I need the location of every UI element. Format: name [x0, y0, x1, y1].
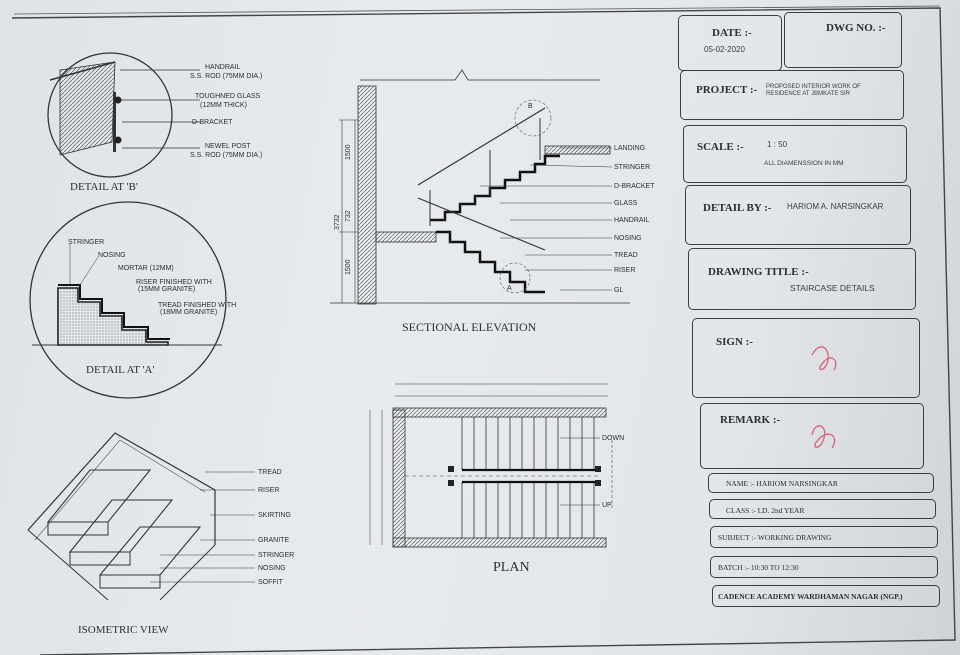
label-down: DOWN: [602, 435, 624, 442]
label-handrail-sec: HANDRAIL: [614, 217, 650, 224]
remark-label: REMARK :-: [720, 414, 781, 426]
label-bracket-sec: D-BRACKET: [614, 183, 655, 190]
label-riser-spec: (15MM GRANITE): [138, 286, 195, 293]
plan-view: DOWN UP PLAN: [369, 383, 624, 575]
label-glass: TOUGHNED GLASS: [195, 93, 261, 100]
label-newel-spec: S.S. ROD (75MM DIA.): [190, 152, 262, 159]
detail-a: STRINGER NOSING MORTAR (12MM) RISER FINI…: [29, 201, 236, 399]
detail-box: [685, 185, 911, 245]
plan-title: PLAN: [493, 560, 530, 575]
tag-a: A: [507, 285, 512, 292]
label-mortar: MORTAR (12MM): [118, 265, 174, 272]
school-value: CADENCE ACADEMY WARDHAMAN NAGAR (NGP.): [718, 592, 903, 601]
sign-box: [692, 318, 920, 398]
scale-label: SCALE :-: [697, 141, 744, 153]
label-newel: NEWEL POST: [205, 143, 251, 150]
detail-value: HARIOM A. NARSINGKAR: [787, 202, 884, 211]
label-iso-tread: TREAD: [258, 469, 282, 476]
detail-b: HANDRAIL S.S. ROD (75MM DIA.) TOUGHNED G…: [47, 52, 262, 193]
label-up: UP: [602, 502, 612, 509]
dim-3732: 3732: [334, 214, 341, 230]
remark-box: [700, 403, 924, 469]
scale-note: ALL DIAMENSSION IN MM: [764, 160, 844, 167]
date-value: 05-02-2020: [704, 45, 745, 54]
drawing-title-value: STAIRCASE DETAILS: [790, 283, 875, 293]
drawing-title-label: DRAWING TITLE :-: [708, 266, 809, 278]
name-box: [708, 473, 934, 493]
sectional-elevation: 1500 732 3732 1500 A B LANDING STRINGER …: [330, 69, 655, 334]
date-box: [678, 15, 782, 71]
label-riser: RISER FINISHED WITH: [136, 279, 212, 286]
label-tread-sec: TREAD: [614, 252, 638, 259]
label-iso-skirting: SKIRTING: [258, 512, 291, 519]
class-value: CLASS :- I.D. 2nd YEAR: [726, 506, 805, 515]
dim-732: 732: [345, 210, 352, 222]
tag-b: B: [528, 103, 533, 110]
label-stringer: STRINGER: [68, 239, 104, 246]
label-gl: GL: [614, 287, 623, 294]
isometric-view: TREAD RISER SKIRTING GRANITE STRINGER NO…: [27, 432, 294, 636]
subject-value: SUBJECT :- WORKING DRAWING: [718, 533, 832, 542]
project-box: [680, 70, 904, 120]
label-nosing-sec: NOSING: [614, 235, 642, 242]
dwg-label: DWG NO. :-: [826, 22, 886, 34]
label-iso-nosing: NOSING: [258, 565, 286, 572]
drawing-title-box: [688, 248, 916, 310]
name-value: NAME :- HARIOM NARSINGKAR: [726, 479, 838, 488]
label-tread-spec: (18MM GRANITE): [160, 309, 217, 316]
detail-label: DETAIL BY :-: [703, 202, 772, 214]
label-iso-granite: GRANITE: [258, 537, 289, 544]
sheet-border: [11, 7, 956, 655]
subject-box: [710, 526, 938, 548]
label-iso-stringer: STRINGER: [258, 552, 294, 559]
label-stringer-sec: STRINGER: [614, 164, 650, 171]
dwg-box: [784, 12, 902, 68]
dim-1500-top: 1500: [345, 144, 352, 160]
label-riser-sec: RISER: [614, 267, 635, 274]
sign-label: SIGN :-: [716, 336, 753, 348]
label-handrail: HANDRAIL: [205, 64, 241, 71]
project-label: PROJECT :-: [696, 84, 758, 96]
section-title: SECTIONAL ELEVATION: [402, 320, 537, 334]
label-glass-sec: GLASS: [614, 200, 638, 207]
dim-1500-bottom: 1500: [345, 259, 352, 275]
label-glass-spec: (12MM THICK): [200, 102, 247, 109]
signature-mark: [811, 346, 837, 371]
project-value: PROPOSED INTERIOR WORK OF RESIDENCE AT J…: [766, 84, 861, 97]
label-nosing: NOSING: [98, 252, 126, 259]
date-label: DATE :-: [712, 27, 752, 39]
label-iso-riser: RISER: [258, 487, 279, 494]
class-box: [709, 499, 936, 519]
detail-b-title: DETAIL AT 'B': [70, 181, 138, 193]
batch-value: BATCH :- 10:30 TO 12:30: [718, 563, 799, 572]
label-tread: TREAD FINISHED WITH: [158, 302, 236, 309]
remark-mark: [811, 425, 836, 449]
scale-value: 1 : 50: [767, 140, 788, 149]
scale-box: [683, 125, 907, 183]
batch-box: [710, 556, 938, 578]
school-box: [712, 585, 940, 607]
iso-title: ISOMETRIC VIEW: [78, 624, 169, 636]
label-landing: LANDING: [614, 145, 645, 152]
label-handrail-spec: S.S. ROD (75MM DIA.): [190, 73, 262, 80]
detail-a-title: DETAIL AT 'A': [86, 364, 154, 376]
label-iso-soffit: SOFFIT: [258, 579, 284, 586]
label-bracket: D-BRACKET: [192, 119, 233, 126]
